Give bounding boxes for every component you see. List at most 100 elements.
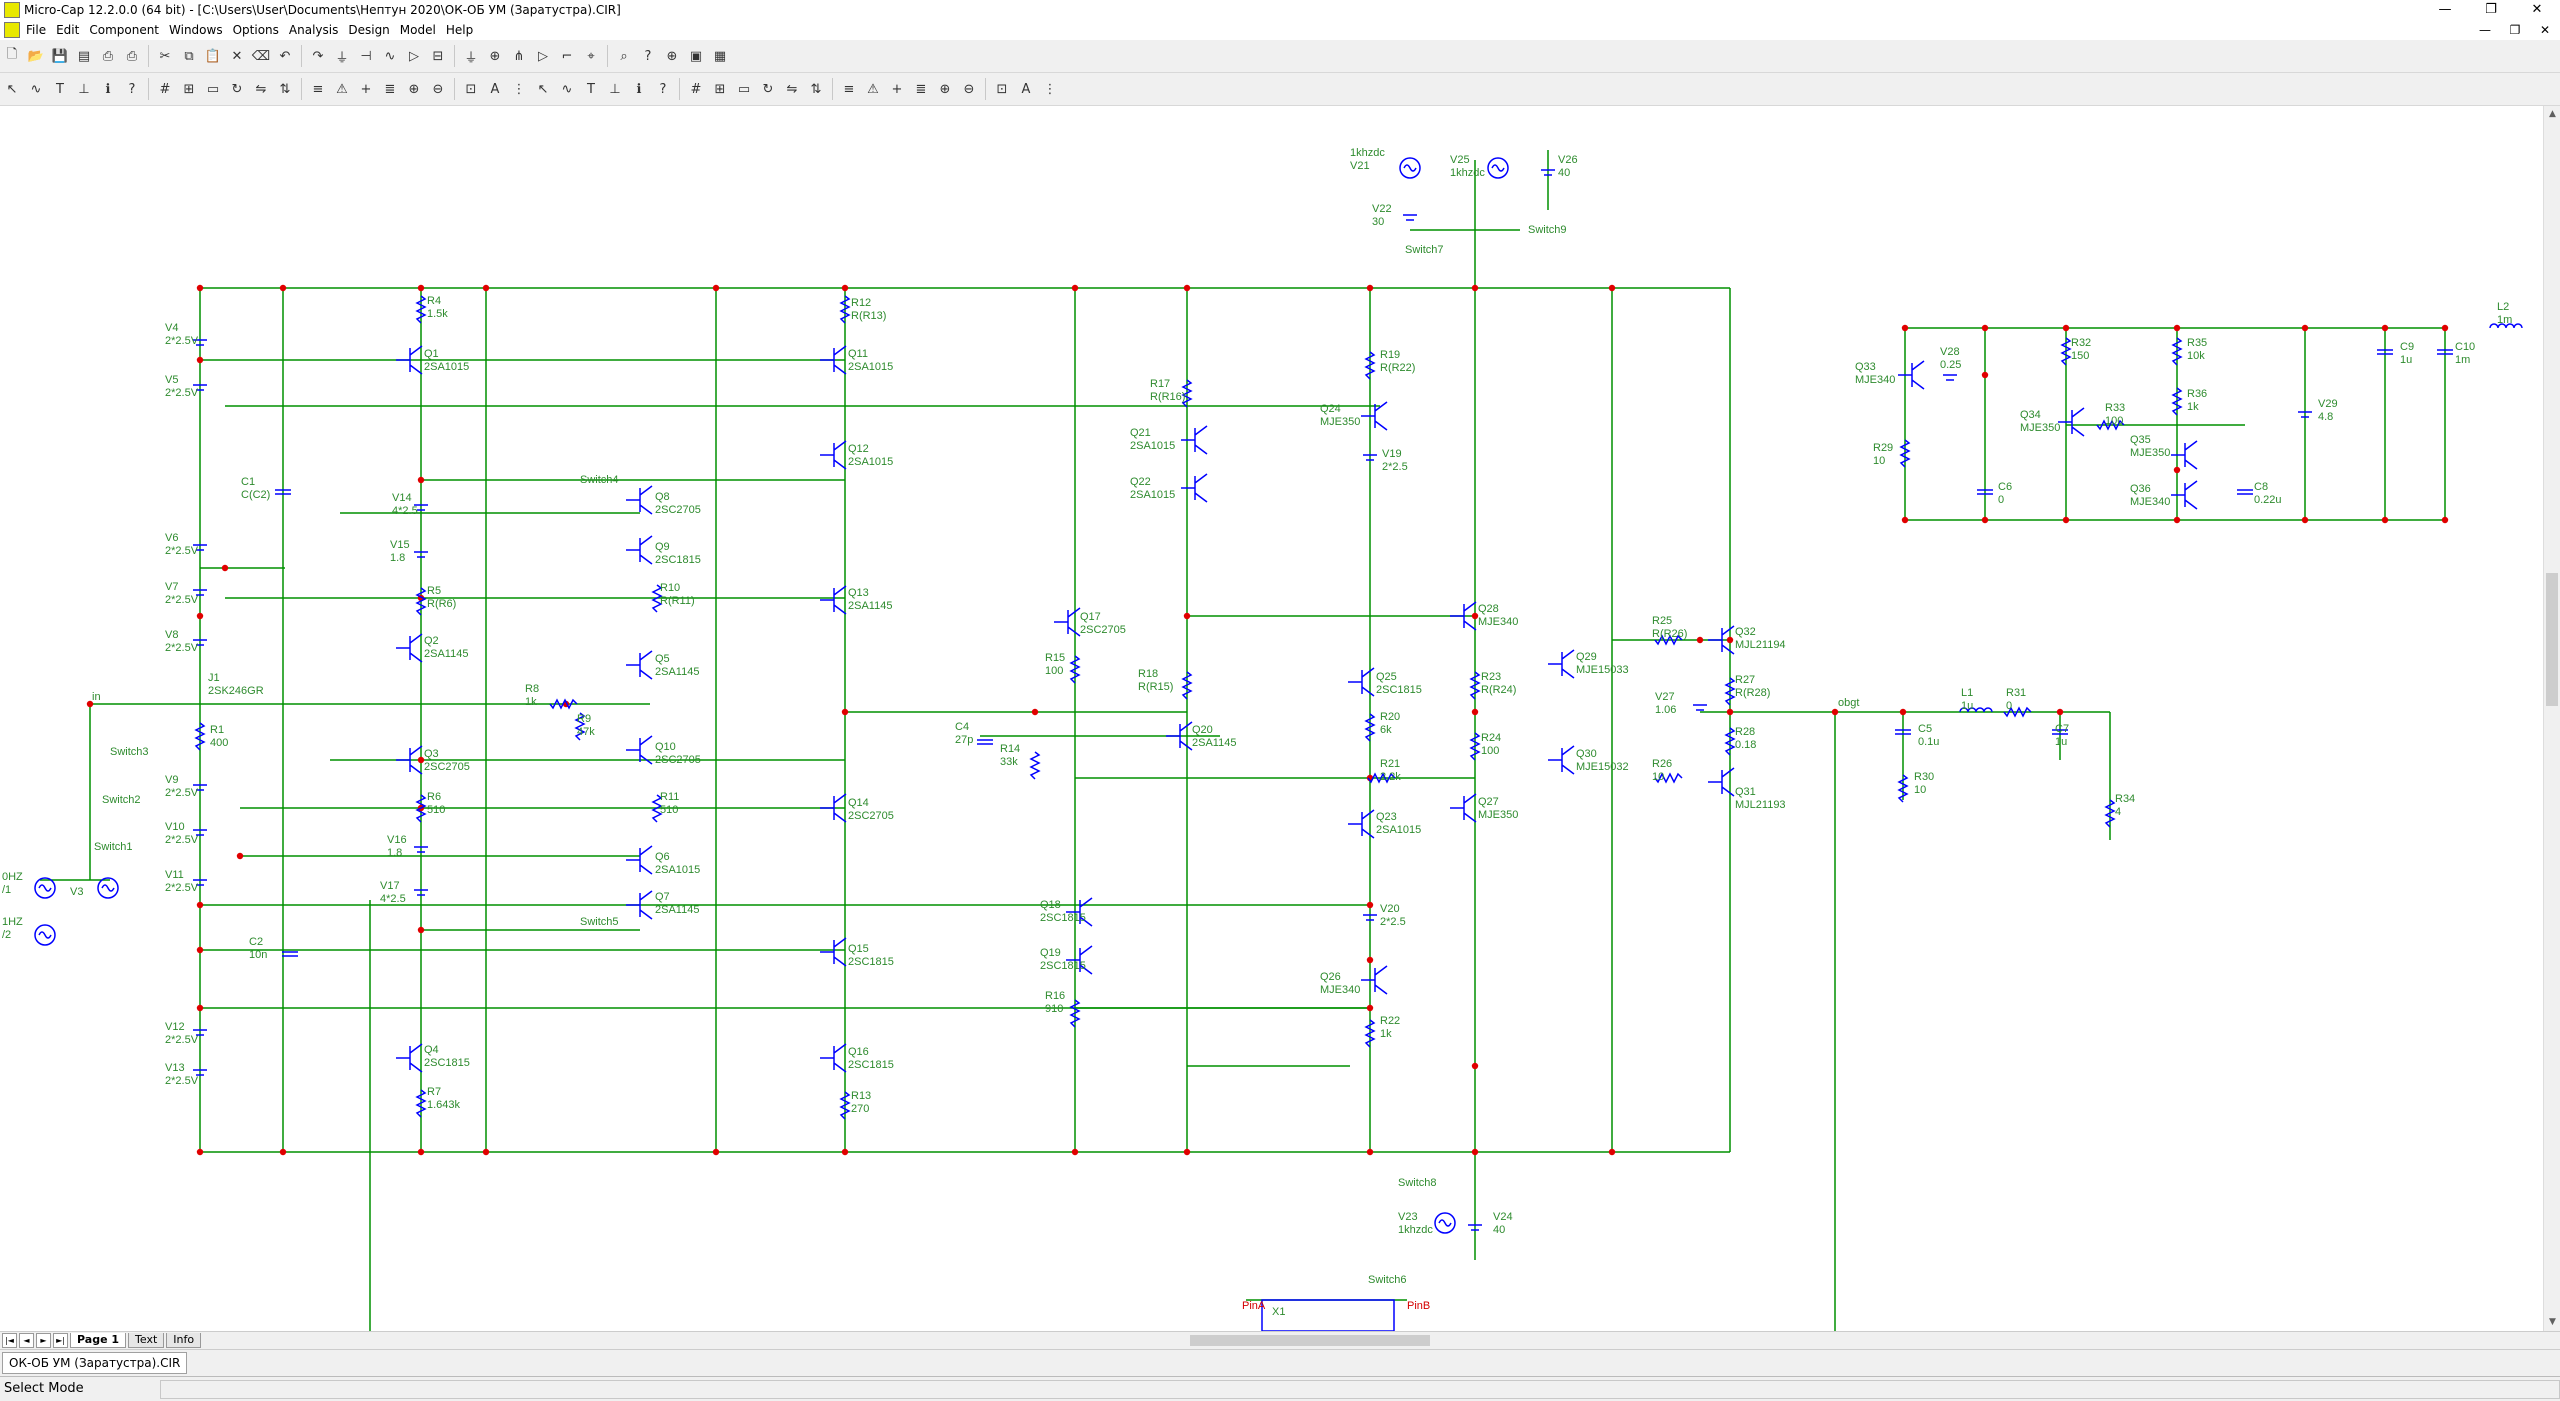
plus-icon[interactable]: + [891,81,903,97]
q25-symbol[interactable] [1348,667,1375,697]
zoom-icon[interactable]: ⊕ [666,48,678,64]
q20-symbol[interactable] [1166,721,1193,751]
last-page-button[interactable]: ►| [53,1333,68,1348]
r7-symbol[interactable] [415,1089,427,1118]
document-icon[interactable] [4,22,20,38]
next-page-button[interactable]: ► [36,1333,51,1348]
mdi-restore-button[interactable]: ❐ [2509,23,2521,37]
zoom-fit-icon[interactable]: ⊡ [996,81,1008,97]
paste-icon[interactable]: 📋 [204,48,222,64]
wire-icon[interactable]: ∿ [561,81,573,97]
pin-icon[interactable]: ⊥ [609,81,621,97]
r11-symbol[interactable] [651,794,663,823]
q1-symbol[interactable] [396,345,423,375]
v28-symbol[interactable] [1943,374,1957,381]
help-icon[interactable]: ? [644,48,652,64]
q9-symbol[interactable] [626,535,653,565]
undo-icon[interactable]: ↶ [279,48,291,64]
r16-symbol[interactable] [1069,999,1081,1028]
q5-symbol[interactable] [626,650,653,680]
mdi-minimize-button[interactable]: — [2479,23,2491,37]
v14-symbol[interactable] [414,504,428,511]
transistor-icon[interactable]: ⋔ [513,48,525,64]
minimize-button[interactable]: — [2438,2,2452,17]
r14-symbol[interactable] [1029,751,1041,780]
battery-icon[interactable]: ⊟ [432,48,444,64]
menu-options[interactable]: Options [232,23,279,37]
print-preview-icon[interactable]: ⎙ [102,48,114,64]
clear-icon[interactable]: ⌫ [251,48,271,64]
flip-icon[interactable]: ⇅ [279,81,291,97]
q12-symbol[interactable] [820,440,847,470]
q8-symbol[interactable] [626,485,653,515]
zoom-out-icon[interactable]: ⊖ [963,81,975,97]
v13-symbol[interactable] [193,1069,207,1076]
q29-symbol[interactable] [1548,649,1575,679]
v16-symbol[interactable] [414,846,428,853]
q16-symbol[interactable] [820,1043,847,1073]
align-icon[interactable]: ≡ [843,81,855,97]
r5-symbol[interactable] [415,587,427,616]
zoom-in-icon[interactable]: ⊕ [408,81,420,97]
q17-symbol[interactable] [1054,607,1081,637]
q7-symbol[interactable] [626,890,653,920]
q35-symbol[interactable] [2171,440,2198,470]
dots-icon[interactable]: ⋮ [1043,81,1057,97]
node-numbers-icon[interactable]: # [159,81,171,97]
dots-icon[interactable]: ⋮ [512,81,526,97]
r27-symbol[interactable] [1724,677,1736,706]
q36-symbol[interactable] [2171,480,2198,510]
v4-symbol[interactable] [193,339,207,346]
v8-symbol[interactable] [193,639,207,646]
rotate-icon[interactable]: ↻ [762,81,774,97]
r4-symbol[interactable] [415,295,427,324]
q32-symbol[interactable] [1708,625,1735,655]
q21-symbol[interactable] [1181,425,1208,455]
help2-icon[interactable]: ? [659,81,667,97]
schematic-drawing[interactable]: V42*2.5VV52*2.5VV62*2.5VV72*2.5VV82*2.5V… [0,106,2543,1331]
delete-icon[interactable]: ✕ [231,48,243,64]
r24-symbol[interactable] [1469,732,1481,761]
maximize-button[interactable]: ❐ [2485,2,2497,17]
r30-symbol[interactable] [1897,774,1909,803]
r13-symbol[interactable] [839,1091,851,1120]
c10-symbol[interactable] [2437,349,2453,355]
source-icon[interactable]: ⊕ [489,48,501,64]
v24-symbol[interactable] [1468,1224,1482,1231]
c4-symbol[interactable] [977,739,993,745]
horizontal-scrollbar[interactable] [330,1334,2543,1347]
opamp-icon[interactable]: ▷ [538,48,548,64]
switch-icon[interactable]: ⌐ [561,48,573,64]
window-icon[interactable]: ▣ [689,48,703,64]
cut-icon[interactable]: ✂ [159,48,171,64]
r22-symbol[interactable] [1364,1019,1376,1048]
mdi-close-button[interactable]: ✕ [2539,23,2551,37]
grid-icon[interactable]: ⊞ [714,81,726,97]
menu-windows[interactable]: Windows [169,23,223,37]
v27-symbol[interactable] [1693,704,1707,711]
c5-symbol[interactable] [1895,729,1911,735]
r23-symbol[interactable] [1469,671,1481,700]
q31-symbol[interactable] [1708,767,1735,797]
capacitor-icon[interactable]: ⊣ [360,48,372,64]
tab-page-1[interactable]: Page 1 [70,1333,127,1348]
menu-component[interactable]: Component [89,23,160,37]
wire-icon[interactable]: ∿ [30,81,42,97]
component-symbols[interactable] [34,157,2523,1331]
q6-symbol[interactable] [626,845,653,875]
q13-symbol[interactable] [820,585,847,615]
r32-symbol[interactable] [2060,337,2072,366]
font-icon[interactable]: A [490,81,500,97]
v21-symbol[interactable] [1399,157,1421,179]
r19-symbol[interactable] [1364,351,1376,380]
menu-model[interactable]: Model [399,23,436,37]
rotate-icon[interactable]: ↻ [231,81,243,97]
text-icon[interactable]: T [587,81,595,97]
q34-symbol[interactable] [2058,407,2085,437]
new-icon[interactable]: 🗋 [6,47,18,62]
menu-file[interactable]: File [26,23,47,37]
redo-icon[interactable]: ↷ [312,48,324,64]
v15-symbol[interactable] [414,551,428,558]
r29-symbol[interactable] [1899,439,1911,468]
